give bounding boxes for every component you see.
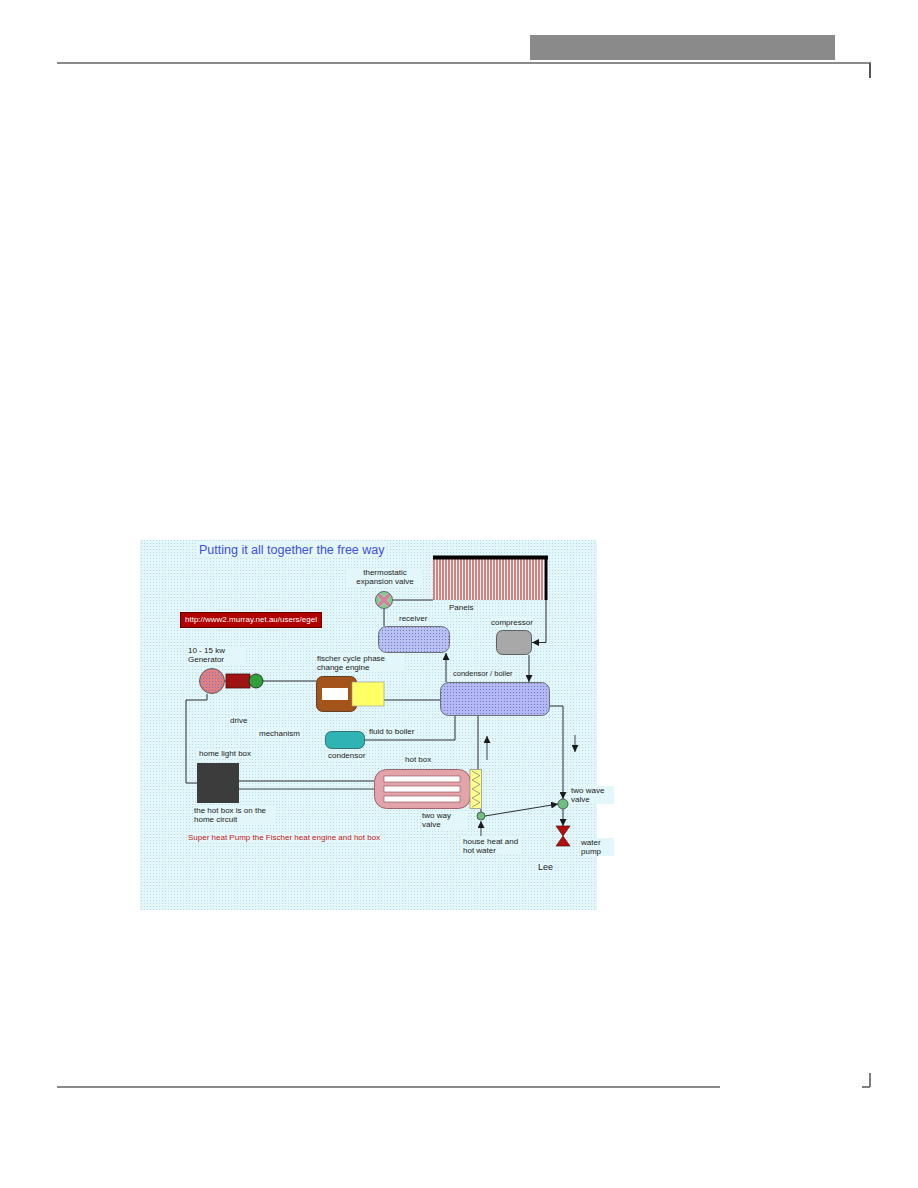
shape-outline [375,591,393,609]
part-label: receiver [398,614,428,623]
part-label: water pump [580,838,614,856]
part-label: hot box [404,755,432,764]
pipe-connector [365,716,455,740]
condensor-box: condensor [325,731,365,749]
pump-symbol: water pump [556,826,570,846]
pipe-connector [563,809,564,826]
light-box: home light box [197,763,239,803]
pipe-label: fluid to boiler [368,727,415,736]
diagram-ground [140,540,597,910]
cond-shape [326,732,365,749]
pipe-connector [393,600,433,601]
url-box: http://www2.murray.net.au/users/egel [180,612,322,628]
compressor-box: compressor [496,630,532,655]
flow-arrow [575,735,576,752]
pipe-connector [481,809,482,812]
pipe-connector [446,653,447,682]
part-label: two way valve [421,811,467,829]
part-label: thermostatic expansion valve [347,568,423,586]
header-rule [57,62,871,64]
mechanism-wheel [249,674,263,688]
note-label: house heat and hot water [462,837,522,855]
valve-symbol: two way valve [477,812,485,820]
expansion-valve: thermostatic expansion valve [375,591,393,609]
shape-outline [378,626,450,653]
pipe-connector [239,781,374,782]
engine-shape [317,677,385,712]
shape-outline [496,630,532,655]
part-label: home light box [198,749,252,758]
hot-shape [375,770,482,809]
part-label: two wave valve [570,786,614,804]
corner-mark [869,63,871,78]
pipe-connector [478,716,479,769]
pump-shape [556,826,570,846]
shape-outline [433,556,546,600]
shape-outline [558,799,568,809]
pipe-connector [529,655,530,682]
part-label: fischer cycle phase change engine [316,654,404,672]
svalve-shape [477,812,485,820]
footer-rule [57,1086,720,1088]
pipe-connector [550,706,563,799]
part-label: condensor [327,751,366,760]
valve-symbol: two wave valve [558,799,568,809]
shape-outline [374,769,482,809]
tvalve-shape [376,592,393,609]
receiver-tank: receiver [378,626,450,653]
hot-box: hot box [374,769,482,809]
circuit-wire [239,789,374,790]
note-label: Lee [537,862,554,872]
shape-outline [325,731,365,749]
solar-panels: Panels [433,556,546,600]
recv-shape [379,627,450,653]
url-text: http://www2.murray.net.au/users/egel [181,613,321,627]
home-shape [197,763,239,803]
comp-shape [497,631,532,655]
boiler-tank: condensor / boiler [440,682,550,716]
note-label: the hot box is on the home circuit [193,806,275,824]
pipe-connector [384,700,440,701]
drive-bar [226,674,250,688]
part-label: compressor [490,618,534,627]
pipe-connector [532,600,546,643]
part-label: Panels [448,603,474,612]
corner-mark [862,1086,870,1088]
generator-symbol: 10 - 15 kw Generator [199,668,225,694]
panels-shape [433,556,548,600]
note-label: drive [229,716,248,725]
header-bar [530,35,835,60]
flow-arrow [487,736,488,760]
flow-arrow [481,821,482,836]
pipe-connector [485,804,558,816]
diagram-texture [140,540,597,910]
shape-outline [197,763,239,803]
pipe-connector [384,609,385,626]
shape-outline [556,826,570,846]
shape-outline [477,812,485,820]
shape-outline [440,682,550,716]
svalve-shape [558,799,568,809]
cb-shape [441,683,550,716]
gen-shape [200,669,225,694]
diagram-title: Putting it all together the free way [198,543,386,557]
shape-outline [199,668,225,694]
note-label: Super heat Pump the Fischer heat engine … [187,833,381,842]
shape-outline [316,676,384,712]
part-label: condensor / boiler [452,670,514,679]
corner-mark [869,1073,871,1087]
note-label: mechanism [258,729,301,738]
part-label: 10 - 15 kw Generator [187,646,245,664]
engine-box: fischer cycle phase change engine [316,676,384,712]
